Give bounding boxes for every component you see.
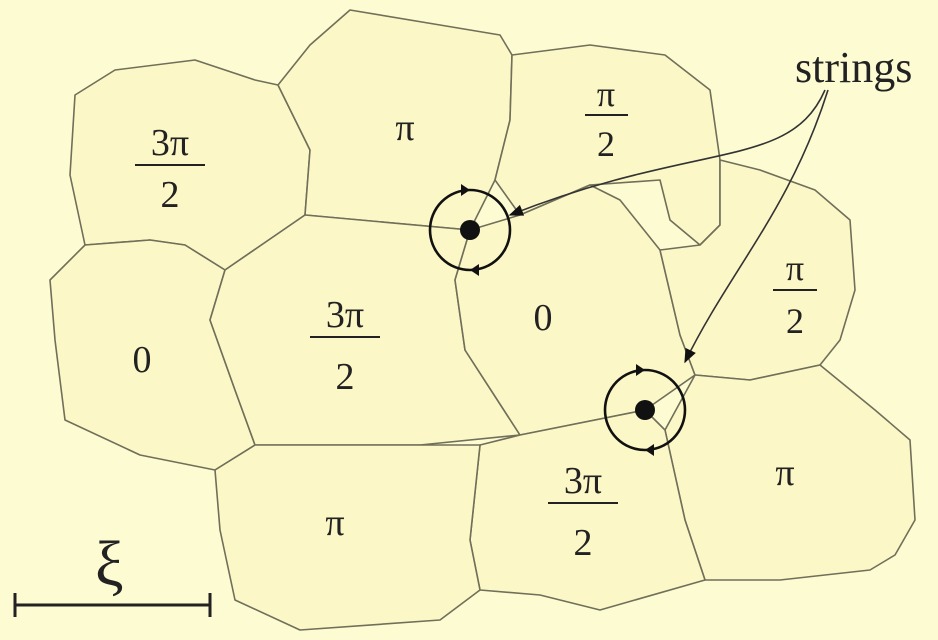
region-label-r3-den: 2: [597, 124, 615, 164]
region-label-r9-den: 2: [574, 522, 593, 564]
region-label-r9-num: 3π: [564, 460, 602, 502]
region-label-r1-den: 2: [161, 174, 180, 216]
region-label-r5-num: 3π: [326, 294, 364, 336]
scale-bar: [13, 593, 212, 617]
region-label-r1-num: 3π: [151, 122, 189, 164]
region-label-r2: π: [395, 107, 414, 149]
circulation-arrow-icon: [636, 364, 645, 376]
region-label-r5-den: 2: [336, 356, 355, 398]
region-label-r7-num: π: [786, 248, 804, 288]
region-cell-r10: [214, 444, 481, 631]
annotation-arrow-1: [508, 89, 826, 216]
region-label-r8: π: [775, 452, 794, 494]
region-label-r3-num: π: [597, 74, 615, 114]
circulation-arrow-icon: [470, 264, 479, 276]
region-label-r7-den: 2: [786, 301, 804, 341]
circulation-arrow-icon: [645, 444, 654, 456]
scale-symbol: ξ: [95, 528, 124, 599]
string-vortex-2: [603, 364, 687, 456]
circulation-arrow-icon: [461, 184, 470, 196]
vortex-core: [635, 400, 655, 420]
region-label-r6: 0: [534, 297, 553, 339]
vortex-core: [460, 220, 480, 240]
annotation-strings: strings: [795, 43, 912, 92]
region-label-r10: π: [325, 502, 344, 544]
string-vortex-1: [428, 184, 512, 276]
region-cell-r7: [659, 159, 856, 381]
region-cell-r3: [494, 44, 721, 246]
region-label-r4: 0: [133, 339, 152, 381]
annotation-arrow-2: [684, 89, 829, 364]
